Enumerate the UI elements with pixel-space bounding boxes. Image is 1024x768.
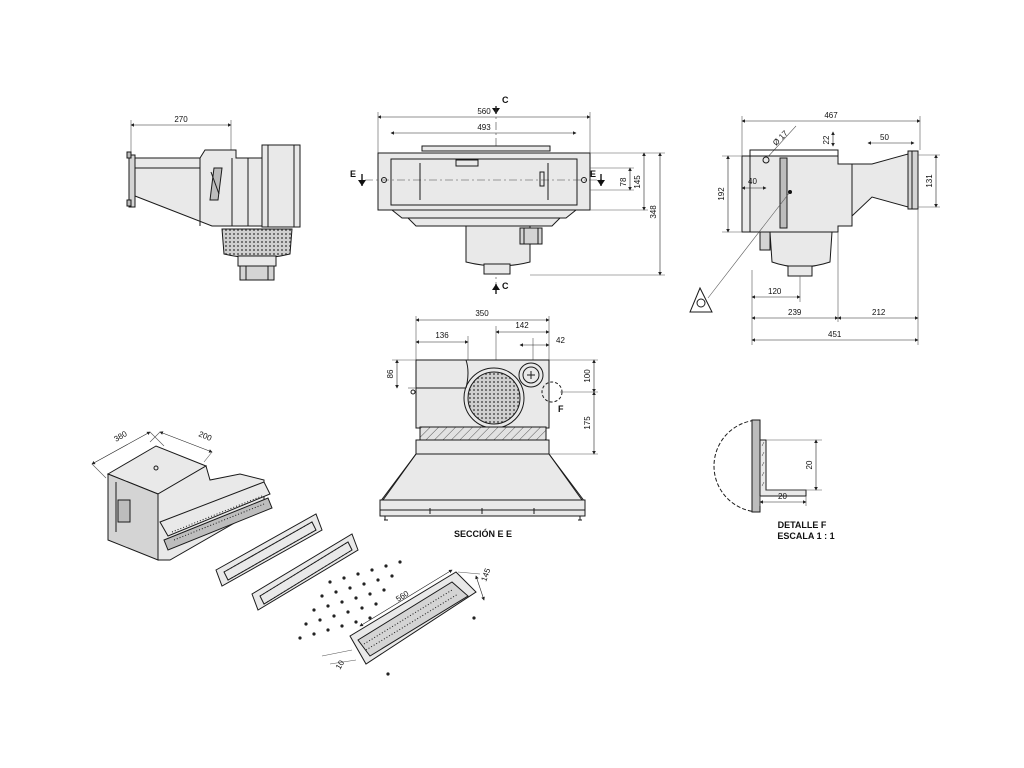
dim-136: 136 xyxy=(435,331,449,340)
section-ee-view: 350 136 142 42 F xyxy=(379,309,598,539)
detail-f-reference: F xyxy=(558,404,564,414)
dim-192: 192 xyxy=(717,187,726,201)
iso-dim-200: 200 xyxy=(197,430,213,444)
section-marker-e-right: E xyxy=(590,169,596,179)
dim-350: 350 xyxy=(475,309,489,318)
detail-dim-vertical: 20 xyxy=(805,460,814,469)
dim-120: 120 xyxy=(768,287,782,296)
section-marker-c-bottom: C xyxy=(502,281,509,291)
iso-dim-10: 10 xyxy=(334,658,347,671)
detail-dim-horizontal: 20 xyxy=(778,492,787,501)
dim-212: 212 xyxy=(872,308,886,317)
dim-145: 145 xyxy=(633,175,642,189)
isometric-exploded-view: 380 200 xyxy=(91,429,493,676)
section-marker-c-top: C xyxy=(502,95,509,105)
dim-86: 86 xyxy=(386,369,395,378)
dim-78: 78 xyxy=(619,177,628,186)
dim-42: 42 xyxy=(556,336,565,345)
detail-f-title: DETALLE F xyxy=(778,520,827,530)
dim-142: 142 xyxy=(515,321,529,330)
iso-dim-145: 145 xyxy=(479,567,492,583)
dim-175: 175 xyxy=(583,416,592,430)
side-view-left: 270 xyxy=(126,115,301,281)
section-ee-title: SECCIÓN E E xyxy=(454,528,512,539)
dim-348: 348 xyxy=(649,205,658,219)
front-view-center: 560 493 C C E xyxy=(350,95,665,294)
detail-f-view: 20 20 DETALLE F ESCALA 1 : 1 xyxy=(713,419,835,541)
dim-22: 22 xyxy=(822,135,831,144)
detail-f-scale: ESCALA 1 : 1 xyxy=(777,531,834,541)
dim-560: 560 xyxy=(477,107,491,116)
dim-451: 451 xyxy=(828,330,842,339)
dim-493: 493 xyxy=(477,123,491,132)
dim-239: 239 xyxy=(788,308,802,317)
dim-270: 270 xyxy=(174,115,188,124)
iso-dim-380: 380 xyxy=(113,429,130,444)
section-marker-e-left: E xyxy=(350,169,356,179)
dim-50: 50 xyxy=(880,133,889,142)
section-view-right: 467 Ø 17 22 50 131 40 192 xyxy=(689,111,940,345)
dim-467: 467 xyxy=(824,111,838,120)
dim-131: 131 xyxy=(925,174,934,188)
dim-100: 100 xyxy=(583,369,592,383)
dim-40: 40 xyxy=(748,177,757,186)
dim-diameter-17: Ø 17 xyxy=(771,128,790,147)
